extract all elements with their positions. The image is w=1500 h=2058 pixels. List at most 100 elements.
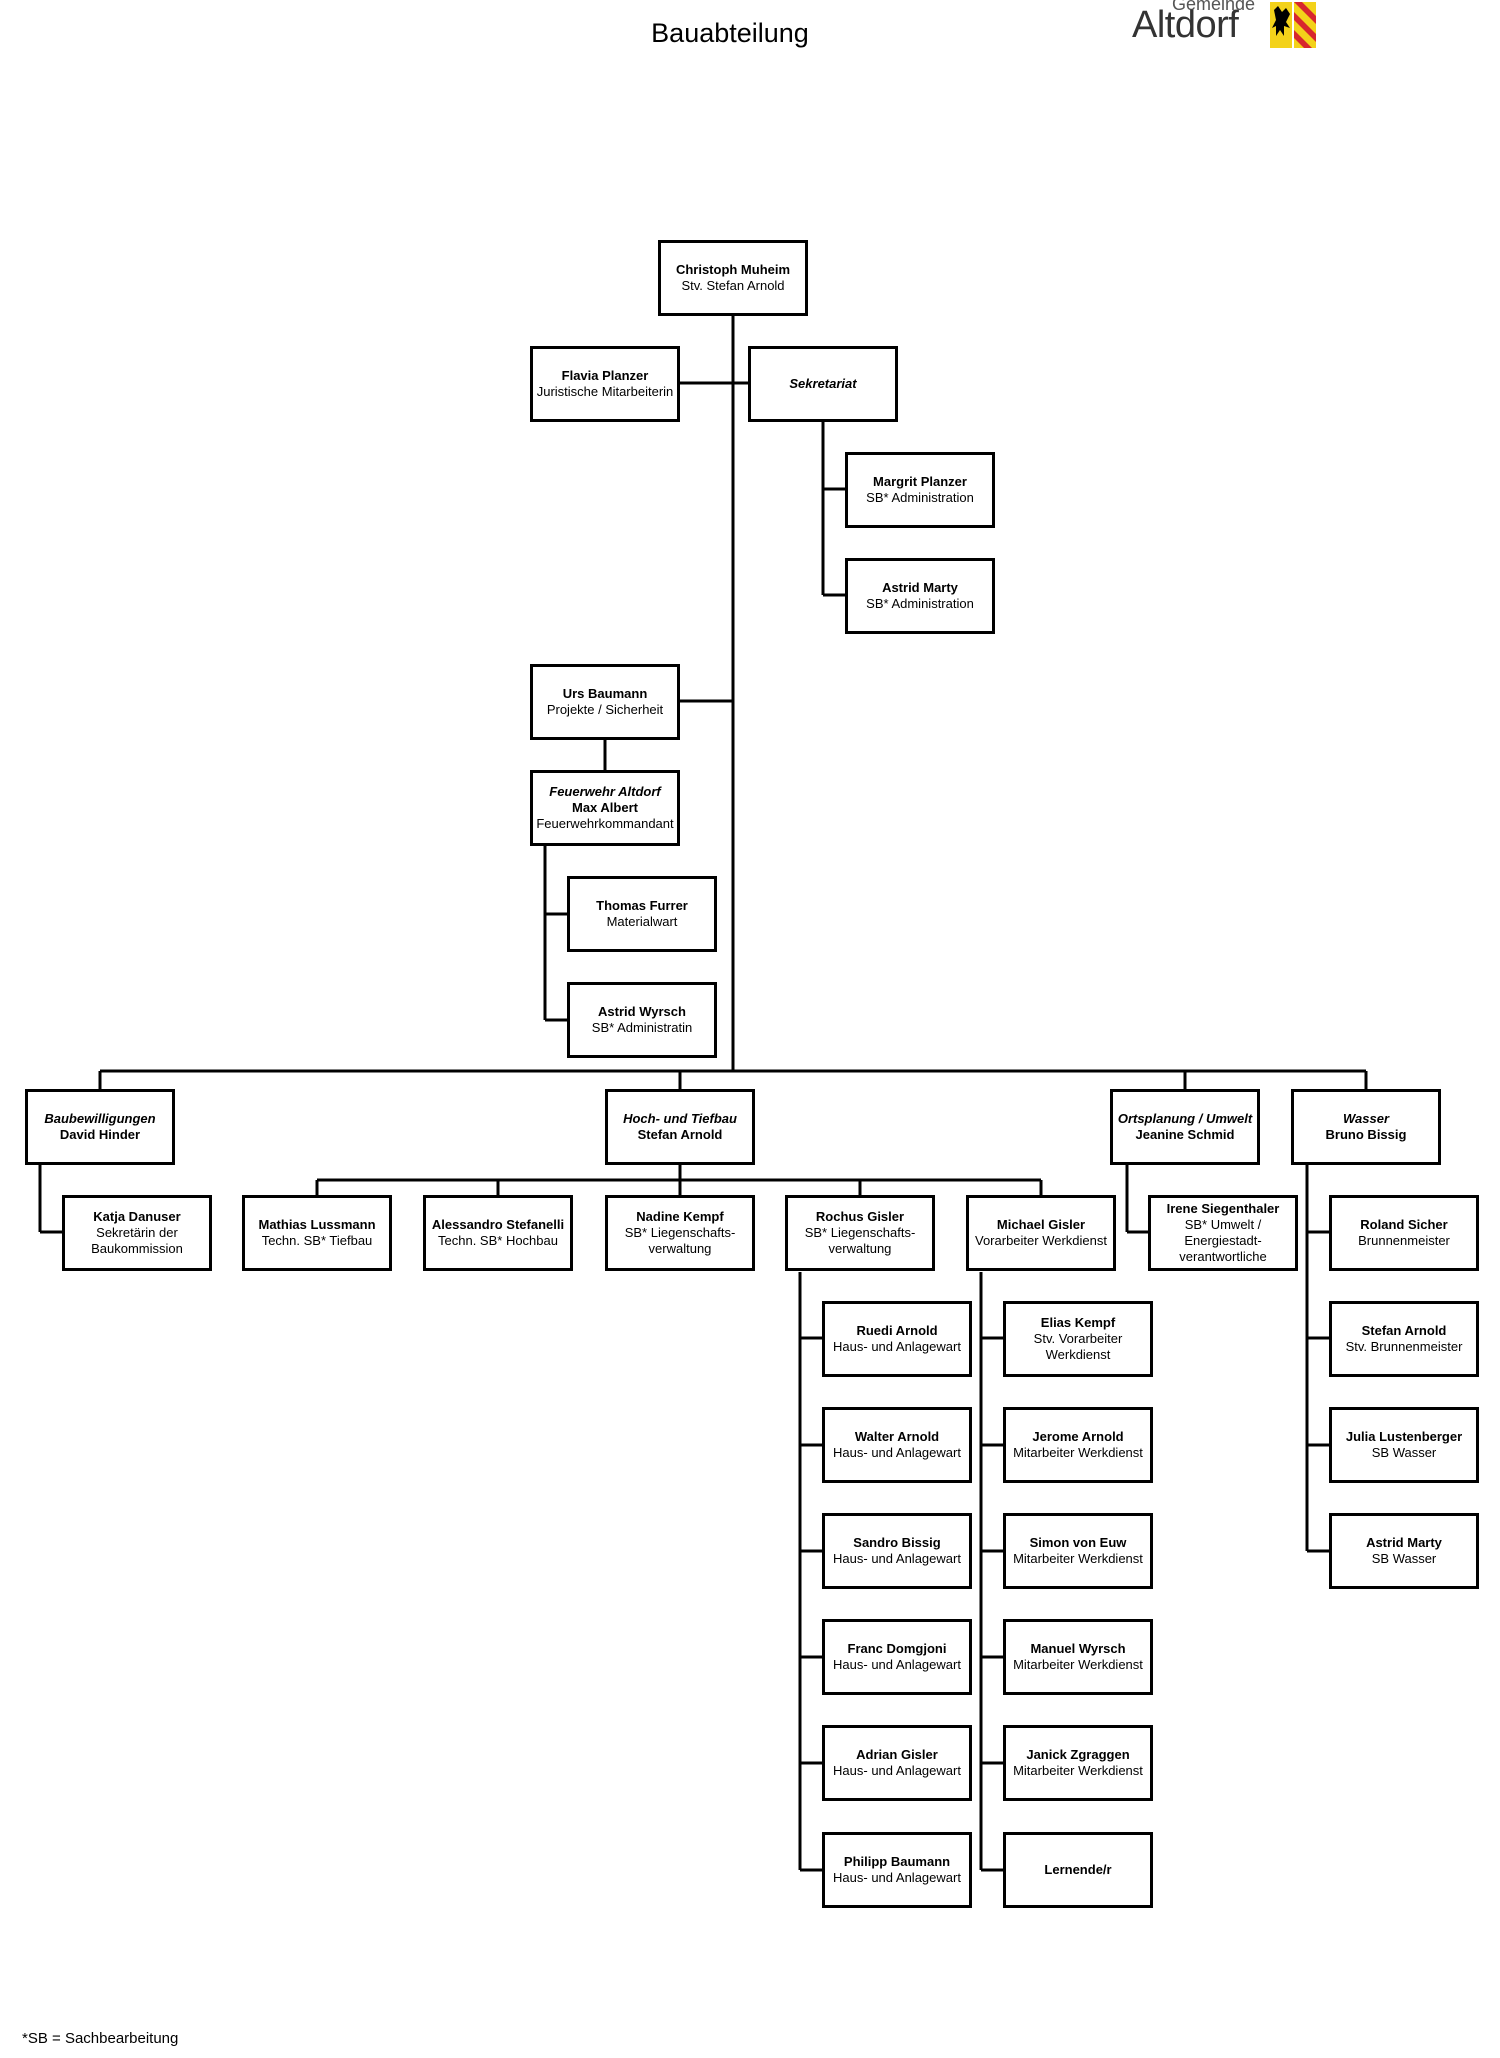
box-name: Astrid Marty — [882, 580, 958, 595]
org-box-lernende: Lernende/r — [1003, 1832, 1153, 1908]
box-name: Thomas Furrer — [596, 898, 688, 913]
box-name: Walter Arnold — [854, 1429, 940, 1444]
org-box-katja-danuser: Katja Danuser Sekretärin der Baukommissi… — [62, 1195, 212, 1271]
box-name: Alessandro Stefanelli — [431, 1217, 565, 1232]
altdorf-coat-of-arms-icon — [1270, 2, 1316, 48]
box-role: SB* Umwelt / Energiestadt- verantwortlic… — [1179, 1217, 1267, 1264]
org-box-simon-von-euw: Simon von Euw Mitarbeiter Werkdienst — [1003, 1513, 1153, 1589]
box-name: Philipp Baumann — [843, 1854, 951, 1869]
box-role: Materialwart — [606, 914, 678, 929]
box-role: Projekte / Sicherheit — [546, 702, 664, 717]
gemeinde-altdorf-logo: Gemeinde Altdorf — [1132, 0, 1322, 52]
box-name: Max Albert — [572, 800, 638, 815]
org-box-julia-lustenberger: Julia Lustenberger SB Wasser — [1329, 1407, 1479, 1483]
box-name: Jeanine Schmid — [1135, 1127, 1235, 1142]
box-name: Sandro Bissig — [853, 1535, 941, 1550]
org-box-sekretariat: Sekretariat — [748, 346, 898, 422]
box-role: SB Wasser — [1371, 1551, 1437, 1566]
box-role: Mitarbeiter Werkdienst — [1013, 1763, 1143, 1778]
box-name: Astrid Wyrsch — [598, 1004, 686, 1019]
org-box-baubewilligungen: Baubewilligungen David Hinder — [25, 1089, 175, 1165]
box-role: Juristische Mitarbeiterin — [536, 384, 674, 399]
org-box-janick-zgraggen: Janick Zgraggen Mitarbeiter Werkdienst — [1003, 1725, 1153, 1801]
box-role: SB* Liegenschafts- verwaltung — [624, 1225, 736, 1256]
box-name: Margrit Planzer — [873, 474, 967, 489]
box-name: Julia Lustenberger — [1345, 1429, 1463, 1444]
org-box-jerome-arnold: Jerome Arnold Mitarbeiter Werkdienst — [1003, 1407, 1153, 1483]
box-role: Haus- und Anlagewart — [833, 1551, 961, 1566]
org-box-astrid-marty-admin: Astrid Marty SB* Administration — [845, 558, 995, 634]
box-name: Stefan Arnold — [637, 1127, 723, 1142]
org-box-thomas-furrer: Thomas Furrer Materialwart — [567, 876, 717, 952]
box-unit: Ortsplanung / Umwelt — [1117, 1111, 1253, 1126]
box-role: Feuerwehrkommandant — [536, 816, 674, 831]
box-role: Haus- und Anlagewart — [833, 1763, 961, 1778]
box-name: Mathias Lussmann — [258, 1217, 376, 1232]
org-box-stefan-arnold-wasser: Stefan Arnold Stv. Brunnenmeister — [1329, 1301, 1479, 1377]
org-box-sandro-bissig: Sandro Bissig Haus- und Anlagewart — [822, 1513, 972, 1589]
org-box-roland-sicher: Roland Sicher Brunnenmeister — [1329, 1195, 1479, 1271]
box-role: Mitarbeiter Werkdienst — [1013, 1657, 1143, 1672]
page-title: Bauabteilung — [651, 18, 809, 48]
box-name: Ruedi Arnold — [856, 1323, 938, 1338]
org-box-feuerwehr: Feuerwehr Altdorf Max Albert Feuerwehrko… — [530, 770, 680, 846]
box-role: Stv. Stefan Arnold — [681, 278, 785, 293]
box-name: Flavia Planzer — [561, 368, 649, 383]
box-name: Katja Danuser — [93, 1209, 181, 1224]
box-name: Manuel Wyrsch — [1030, 1641, 1126, 1656]
box-name: Christoph Muheim — [675, 262, 791, 277]
org-box-astrid-marty-wasser: Astrid Marty SB Wasser — [1329, 1513, 1479, 1589]
box-role: Sekretärin der Baukommission — [91, 1225, 183, 1256]
box-name: Franc Domgjoni — [847, 1641, 947, 1656]
org-box-michael-gisler: Michael Gisler Vorarbeiter Werkdienst — [966, 1195, 1116, 1271]
box-name: Rochus Gisler — [815, 1209, 905, 1224]
box-name: Irene Siegenthaler — [1166, 1201, 1280, 1216]
org-box-ruedi-arnold: Ruedi Arnold Haus- und Anlagewart — [822, 1301, 972, 1377]
box-role: Mitarbeiter Werkdienst — [1013, 1551, 1143, 1566]
box-unit: Wasser — [1342, 1111, 1389, 1126]
box-name: Lernende/r — [1044, 1862, 1112, 1877]
org-box-philipp-baumann: Philipp Baumann Haus- und Anlagewart — [822, 1832, 972, 1908]
box-name: Bruno Bissig — [1325, 1127, 1407, 1142]
box-role: Brunnenmeister — [1358, 1233, 1450, 1248]
org-box-alessandro-stefanelli: Alessandro Stefanelli Techn. SB* Hochbau — [423, 1195, 573, 1271]
box-name: Astrid Marty — [1366, 1535, 1442, 1550]
box-role: Stv. Vorarbeiter Werkdienst — [1033, 1331, 1123, 1362]
org-box-flavia-planzer: Flavia Planzer Juristische Mitarbeiterin — [530, 346, 680, 422]
box-role: Techn. SB* Hochbau — [438, 1233, 558, 1248]
box-role: SB* Administration — [866, 490, 974, 505]
box-role: SB Wasser — [1371, 1445, 1437, 1460]
box-name: Urs Baumann — [562, 686, 648, 701]
org-box-margrit-planzer: Margrit Planzer SB* Administration — [845, 452, 995, 528]
box-unit: Baubewilligungen — [44, 1111, 156, 1126]
box-role: Haus- und Anlagewart — [833, 1657, 961, 1672]
box-unit: Hoch- und Tiefbau — [623, 1111, 737, 1126]
box-name: David Hinder — [59, 1127, 141, 1142]
box-name: Elias Kempf — [1040, 1315, 1116, 1330]
box-name: Janick Zgraggen — [1026, 1747, 1130, 1762]
box-role: Mitarbeiter Werkdienst — [1013, 1445, 1143, 1460]
box-role: Haus- und Anlagewart — [833, 1339, 961, 1354]
box-name: Stefan Arnold — [1361, 1323, 1447, 1338]
box-role: Stv. Brunnenmeister — [1345, 1339, 1463, 1354]
org-box-hoch-tiefbau: Hoch- und Tiefbau Stefan Arnold — [605, 1089, 755, 1165]
box-role: SB* Administration — [866, 596, 974, 611]
org-box-mathias-lussmann: Mathias Lussmann Techn. SB* Tiefbau — [242, 1195, 392, 1271]
org-box-rochus-gisler: Rochus Gisler SB* Liegenschafts- verwalt… — [785, 1195, 935, 1271]
org-box-walter-arnold: Walter Arnold Haus- und Anlagewart — [822, 1407, 972, 1483]
org-box-leitung: Christoph Muheim Stv. Stefan Arnold — [658, 240, 808, 316]
org-box-ortsplanung-umwelt: Ortsplanung / Umwelt Jeanine Schmid — [1110, 1089, 1260, 1165]
org-box-irene-siegenthaler: Irene Siegenthaler SB* Umwelt / Energies… — [1148, 1195, 1298, 1271]
org-box-franc-domgjoni: Franc Domgjoni Haus- und Anlagewart — [822, 1619, 972, 1695]
box-name: Adrian Gisler — [856, 1747, 938, 1762]
footnote: *SB = Sachbearbeitung — [22, 2030, 179, 2047]
org-box-urs-baumann: Urs Baumann Projekte / Sicherheit — [530, 664, 680, 740]
box-name: Jerome Arnold — [1032, 1429, 1124, 1444]
org-box-astrid-wyrsch: Astrid Wyrsch SB* Administratin — [567, 982, 717, 1058]
box-role: Haus- und Anlagewart — [833, 1870, 961, 1885]
org-box-manuel-wyrsch: Manuel Wyrsch Mitarbeiter Werkdienst — [1003, 1619, 1153, 1695]
box-unit: Sekretariat — [789, 376, 857, 391]
org-box-wasser: Wasser Bruno Bissig — [1291, 1089, 1441, 1165]
box-role: Haus- und Anlagewart — [833, 1445, 961, 1460]
